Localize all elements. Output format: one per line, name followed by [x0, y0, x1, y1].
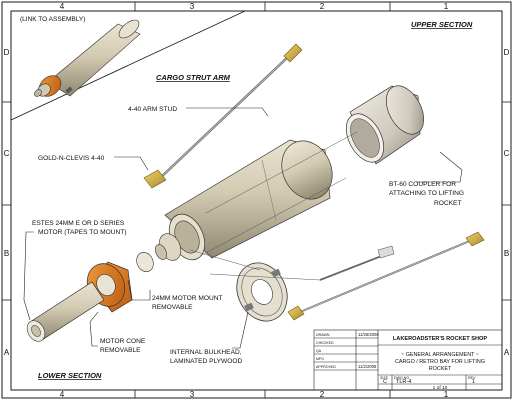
- tb-title-line1: ~ GENERAL ARRANGEMENT ~: [401, 352, 479, 358]
- bulkhead-label-line2: LAMINATED PLYWOOD: [170, 358, 243, 365]
- motor-mount: [136, 233, 182, 272]
- zone-right-a: A: [504, 348, 510, 357]
- tb-label-qa: QA: [316, 349, 322, 353]
- zone-bottom-2: 2: [320, 390, 325, 399]
- tb-sheet: 1 of 10: [433, 385, 448, 391]
- inset-divider: [10, 10, 246, 121]
- callout-leaders: [23, 107, 463, 349]
- zone-top-3: 3: [190, 2, 195, 11]
- zone-right-b: B: [504, 249, 509, 258]
- gold-clevis-label: GOLD-N-CLEVIS 4-40: [38, 155, 105, 162]
- title-block: [313, 329, 503, 391]
- estes-motor-label-line1: ESTES 24MM E OR D SERIES: [32, 220, 125, 227]
- tb-title-line3: ROCKET: [429, 366, 452, 372]
- tb-date-drawn: 11/26/2008: [358, 332, 379, 337]
- assembly-guide-lines: [189, 131, 358, 281]
- motor-cone-label-line2: REMOVABLE: [100, 347, 141, 354]
- zone-bottom-1: 1: [444, 390, 449, 399]
- tb-rev-label: REV: [468, 376, 476, 380]
- tb-rev: 1: [472, 379, 475, 385]
- zone-left-d: D: [4, 48, 10, 57]
- cargo-strut-arm: [143, 43, 303, 189]
- zone-left-b: B: [4, 249, 9, 258]
- upper-section-heading: UPPER SECTION: [411, 20, 473, 29]
- zone-right-d: D: [504, 48, 510, 57]
- estes-motor: [26, 281, 105, 342]
- estes-motor-label-line2: MOTOR (TAPES TO MOUNT): [38, 229, 127, 236]
- bulkhead-label-line1: INTERNAL BULKHEAD,: [170, 349, 242, 356]
- tb-label-approved: APPROVED: [316, 365, 336, 369]
- cargo-strut-arm-heading: CARGO STRUT ARM: [156, 73, 231, 82]
- tb-dwg-no: TLR-4: [396, 379, 411, 385]
- tb-title-line2: CARGO / RETRO BAY FOR LIFTING: [395, 359, 485, 365]
- tb-size: C: [383, 379, 387, 385]
- zone-bottom-4: 4: [60, 390, 65, 399]
- zone-top-2: 2: [320, 2, 325, 11]
- inner-frame: [10, 10, 503, 391]
- lower-strut-rods: [287, 231, 485, 321]
- coupler-label-line2: ATTACHING TO LIFTING: [389, 190, 464, 197]
- motor-mount-label-line1: 24MM MOTOR MOUNT: [152, 295, 223, 302]
- rod-clevis-left: [287, 305, 305, 321]
- zone-bottom-3: 3: [190, 390, 195, 399]
- tb-label-drawn: DRAWN: [316, 333, 330, 337]
- lower-section-heading: LOWER SECTION: [38, 371, 102, 380]
- arm-clevis-bottom: [143, 169, 167, 189]
- tb-label-checked: CHECKED: [316, 341, 334, 345]
- zone-right-c: C: [504, 149, 510, 158]
- coupler-label-line3: ROCKET: [434, 200, 461, 207]
- coupler-label-line1: BT-60 COUPLER FOR: [389, 181, 456, 188]
- arm-stud-label: 4-40 ARM STUD: [128, 106, 177, 113]
- bt60-coupler: [345, 85, 425, 165]
- tb-date-approved: 11/2/2008: [358, 364, 377, 369]
- zone-left-a: A: [4, 348, 10, 357]
- rod-clevis-right: [465, 231, 485, 247]
- zone-left-c: C: [4, 149, 10, 158]
- tb-dwgno-label: DWG NO: [394, 376, 409, 380]
- zone-top-4: 4: [60, 2, 65, 11]
- link-to-assembly-label[interactable]: (LINK TO ASSEMBLY): [20, 16, 85, 23]
- tb-size-label: SIZE: [380, 376, 389, 380]
- zone-top-1: 1: [444, 2, 449, 11]
- motor-mount-label-line2: REMOVABLE: [152, 304, 193, 311]
- motor-cone-label-line1: MOTOR CONE: [100, 338, 146, 345]
- tb-company: LAKEROADSTER'S ROCKET SHOP: [393, 336, 488, 342]
- arm-clevis-top: [283, 43, 303, 63]
- tb-label-mfg: MFG: [316, 357, 324, 361]
- assembly-inset[interactable]: [33, 17, 142, 101]
